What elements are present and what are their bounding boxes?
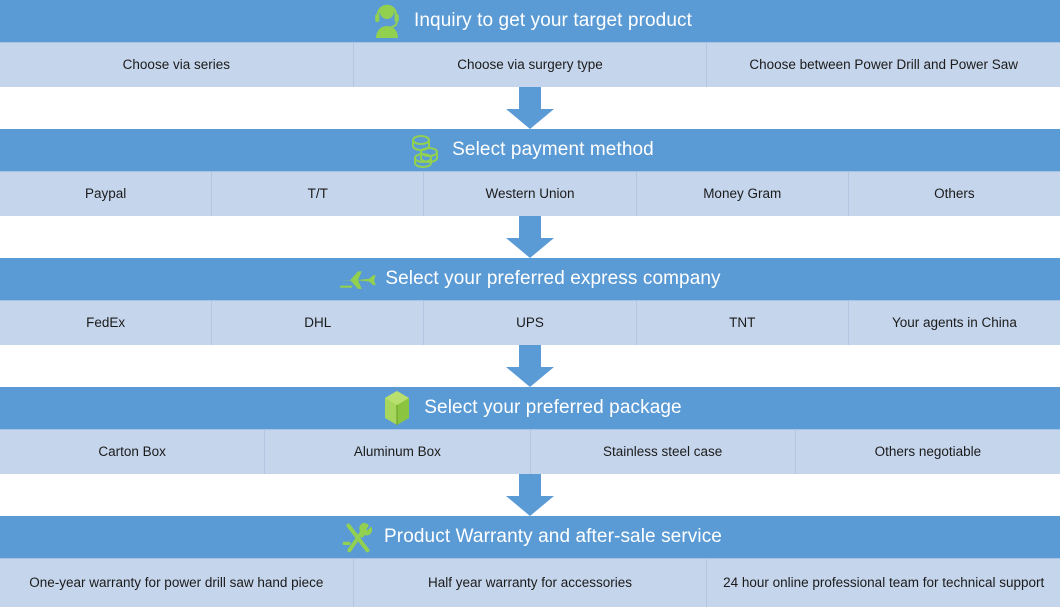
- step-header: Select payment method: [0, 129, 1060, 171]
- down-arrow-icon: [506, 87, 554, 129]
- step-title: Inquiry to get your target product: [414, 10, 692, 31]
- option-cell[interactable]: Choose via surgery type: [354, 43, 708, 87]
- tools-wrench-screwdriver-icon: [338, 517, 376, 557]
- step-connector: [0, 216, 1060, 258]
- step-header: Select your preferred package: [0, 387, 1060, 429]
- option-cell[interactable]: Money Gram: [637, 172, 849, 216]
- step-title: Select your preferred package: [424, 397, 682, 418]
- step-connector: [0, 87, 1060, 129]
- step-title: Product Warranty and after-sale service: [384, 526, 722, 547]
- option-cell[interactable]: UPS: [424, 301, 637, 345]
- option-cell[interactable]: One-year warranty for power drill saw ha…: [0, 559, 354, 607]
- option-cell[interactable]: TNT: [637, 301, 849, 345]
- option-cell[interactable]: Stainless steel case: [531, 430, 796, 474]
- option-cell[interactable]: Paypal: [0, 172, 213, 216]
- option-cell[interactable]: Choose via series: [0, 43, 354, 87]
- option-cell[interactable]: Aluminum Box: [265, 430, 531, 474]
- step-title: Select payment method: [452, 139, 654, 160]
- option-cell[interactable]: Choose between Power Drill and Power Saw: [749, 57, 1018, 73]
- step-header: Inquiry to get your target product: [0, 0, 1060, 42]
- step-header: Product Warranty and after-sale service: [0, 516, 1060, 558]
- option-cell[interactable]: FedEx: [0, 301, 213, 345]
- option-cell[interactable]: Others: [934, 186, 975, 202]
- option-cell[interactable]: Others negotiable: [874, 444, 982, 460]
- support-agent-icon: [368, 1, 406, 41]
- step-header: Select your preferred express company: [0, 258, 1060, 300]
- step-options: One-year warranty for power drill saw ha…: [0, 558, 1060, 607]
- option-cell[interactable]: Western Union: [424, 172, 637, 216]
- down-arrow-icon: [506, 216, 554, 258]
- option-cell[interactable]: Carton Box: [0, 430, 266, 474]
- option-cell[interactable]: Half year warranty for accessories: [354, 559, 708, 607]
- step-title: Select your preferred express company: [385, 268, 721, 289]
- step-connector: [0, 474, 1060, 516]
- option-cell[interactable]: 24 hour online professional team for tec…: [723, 575, 1045, 591]
- down-arrow-icon: [506, 345, 554, 387]
- option-cell[interactable]: T/T: [212, 172, 425, 216]
- option-cell[interactable]: DHL: [212, 301, 425, 345]
- coins-icon: [406, 130, 444, 170]
- option-cell[interactable]: Your agents in China: [891, 315, 1017, 331]
- step-connector: [0, 345, 1060, 387]
- down-arrow-icon: [506, 474, 554, 516]
- package-box-icon: [378, 388, 416, 428]
- airplane-icon: [339, 259, 377, 299]
